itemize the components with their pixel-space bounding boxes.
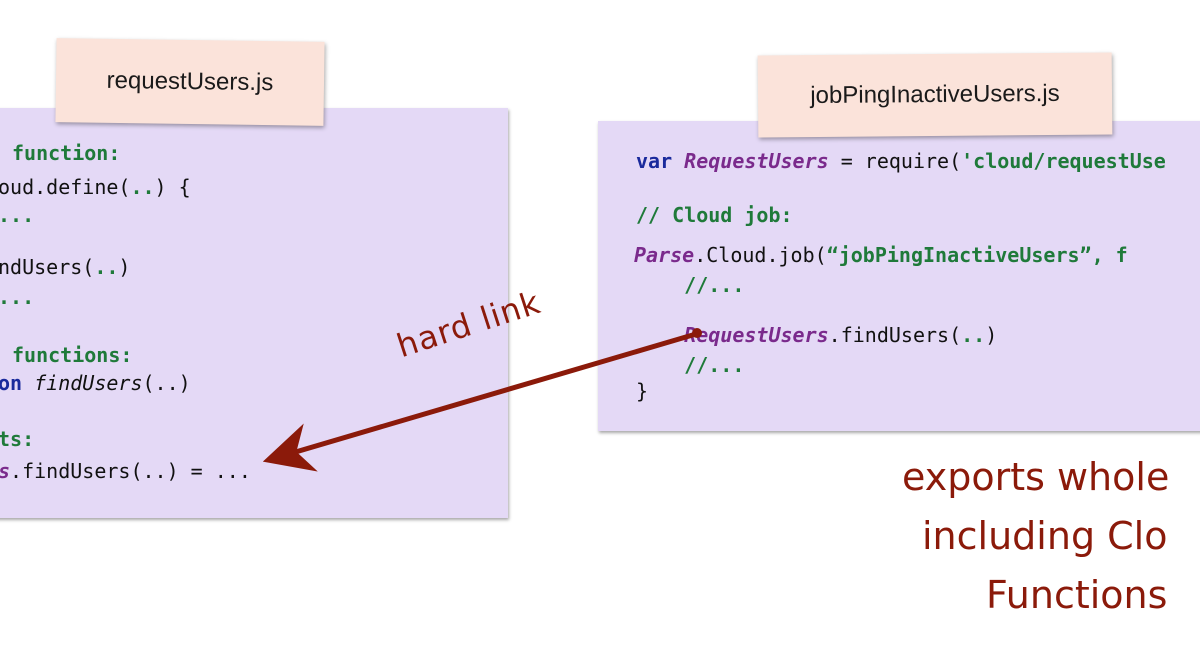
right-code-token: RequestUsers bbox=[684, 149, 829, 173]
left-code-block: function:oud.define(..) {...ndUsers(..).… bbox=[0, 0, 251, 483]
right-code-token: = require( bbox=[828, 149, 962, 173]
left-code-token: .findUsers(..) = ... bbox=[10, 459, 251, 483]
right-code-token: 'cloud/requestUse bbox=[961, 149, 1166, 173]
right-code-token: RequestUsers bbox=[684, 323, 829, 347]
right-code-token: //... bbox=[636, 273, 745, 297]
left-code-token: on bbox=[0, 371, 23, 395]
left-code-token: oud.define( bbox=[0, 175, 131, 199]
right-code-token: // Cloud job: bbox=[636, 203, 793, 227]
left-code-line: functions: bbox=[12, 340, 132, 370]
left-code-token: ) bbox=[118, 255, 131, 279]
hard-link-arrow-line bbox=[262, 331, 697, 472]
left-code-token: ) { bbox=[154, 175, 191, 199]
left-code-token: functions: bbox=[12, 343, 133, 367]
right-code-line: Parse.Cloud.job(“jobPingInactiveUsers”, … bbox=[634, 240, 1128, 270]
right-code-line: //... bbox=[636, 350, 744, 380]
caption-line-1: exports whole bbox=[902, 455, 1170, 499]
left-code-line: function: bbox=[12, 138, 120, 168]
caption-line-3: Functions bbox=[986, 573, 1168, 617]
left-code-token: ... bbox=[0, 203, 35, 227]
right-code-line: //... bbox=[636, 270, 744, 300]
right-code-block: var RequestUsers = require('cloud/reques… bbox=[0, 0, 1166, 403]
right-code-token: //... bbox=[636, 353, 745, 377]
left-code-token: ... bbox=[0, 285, 35, 309]
right-code-token: var bbox=[636, 149, 673, 173]
right-code-line: var RequestUsers = require('cloud/reques… bbox=[636, 146, 1166, 176]
left-code-line: ts: bbox=[0, 424, 34, 454]
left-code-panel bbox=[0, 108, 508, 518]
left-code-line: ... bbox=[0, 282, 34, 312]
right-code-line: } bbox=[636, 376, 648, 406]
left-code-line: ... bbox=[0, 200, 34, 230]
left-code-token: function: bbox=[12, 141, 121, 165]
left-code-token: .. bbox=[130, 175, 155, 199]
left-code-line: ndUsers(..) bbox=[0, 252, 130, 282]
right-code-token: } bbox=[636, 379, 649, 403]
hard-link-arrow-origin-dot bbox=[692, 328, 702, 338]
right-code-token: “jobPingInactiveUsers”, f bbox=[826, 243, 1128, 267]
left-code-token: ndUsers( bbox=[0, 255, 95, 279]
right-code-line: RequestUsers.findUsers(..) bbox=[636, 320, 997, 350]
right-code-token: ) bbox=[985, 323, 998, 347]
right-code-token: .. bbox=[961, 323, 986, 347]
left-code-token: s bbox=[0, 459, 10, 483]
right-code-panel bbox=[598, 121, 1200, 431]
left-code-line: oud.define(..) { bbox=[0, 172, 191, 202]
right-code-token: .findUsers( bbox=[828, 323, 962, 347]
caption-line-2: including Clo bbox=[922, 514, 1168, 558]
right-code-token: .Cloud.job( bbox=[694, 243, 827, 267]
caption-text: exports whole including Clo Functions bbox=[880, 448, 1200, 625]
left-code-token: (..) bbox=[142, 371, 191, 395]
left-code-token: ts: bbox=[0, 427, 35, 451]
left-code-token: findUsers bbox=[34, 371, 143, 395]
left-code-line: s.findUsers(..) = ... bbox=[0, 456, 251, 486]
right-code-token: Parse bbox=[634, 243, 695, 267]
left-code-token: .. bbox=[94, 255, 119, 279]
left-code-line: on findUsers(..) bbox=[0, 368, 191, 398]
right-code-line: // Cloud job: bbox=[636, 200, 793, 230]
